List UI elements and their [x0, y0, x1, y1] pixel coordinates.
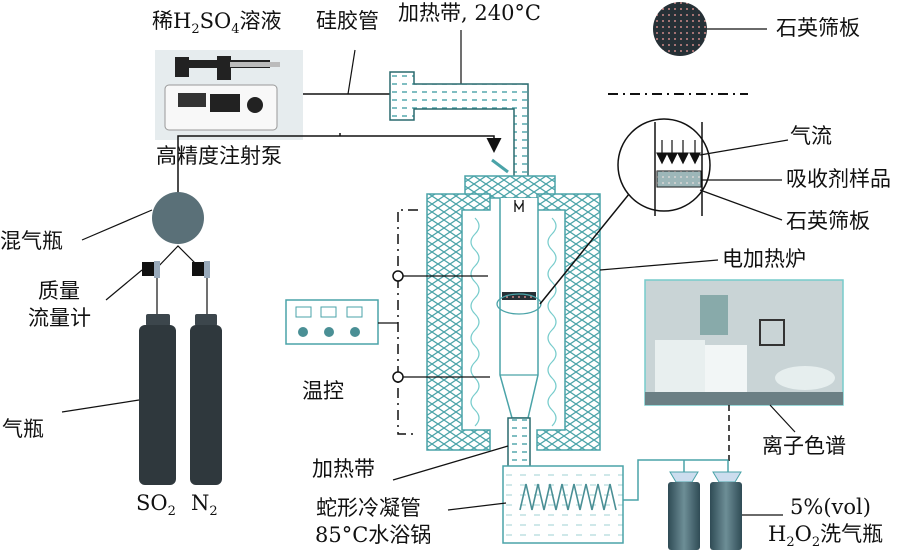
ion-chromatograph [644, 279, 844, 406]
gas-mixing-bottle [152, 192, 204, 244]
h2o2-concentration-label: 5%(vol) [790, 495, 871, 519]
n2-cylinder [190, 314, 222, 485]
adsorbent-sample-label: 吸收剂样品 [786, 167, 891, 191]
heated-inlet-tube [389, 71, 529, 181]
quartz-reactor-tube [496, 198, 542, 419]
zoom-pointer [539, 180, 640, 305]
serpentine-condenser-label: 蛇形冷凝管 [316, 496, 421, 520]
mass-flow-meter-so2 [142, 262, 154, 276]
syringe-pump-label: 高精度注射泵 [156, 144, 282, 168]
mass-flow-meter-label-2: 流量计 [28, 306, 91, 330]
gas-cylinder-label: 气瓶 [2, 417, 44, 441]
water-bath [502, 465, 624, 544]
so2-cylinder [139, 314, 176, 485]
temperature-controller [285, 299, 379, 345]
electric-furnace-body [426, 175, 601, 451]
water-bath-label: 85°C水浴锅 [315, 523, 432, 547]
ion-chromatography-label: 离子色谱 [762, 434, 846, 458]
gas-feed-line [177, 133, 502, 198]
mass-flow-meter-label-1: 质量 [38, 279, 80, 303]
thermocouple-lower [392, 371, 404, 383]
mass-flow-meter-n2 [192, 262, 204, 276]
legend-quartz-plate-swatch [653, 2, 707, 56]
h2o2-wash-bottle-1 [668, 471, 700, 550]
heating-tape-bottom-label: 加热带 [312, 457, 375, 481]
so2-label: SO2 [136, 491, 176, 520]
heating-tape-top-label: 加热带, 240°C [398, 1, 542, 25]
temp-control-label: 温控 [302, 379, 344, 403]
sample-detail-callout [617, 118, 711, 216]
n2-label: N2 [191, 491, 218, 520]
quartz-plate-label: 石英筛板 [786, 209, 870, 233]
thermocouple-upper [392, 270, 404, 282]
gas-mixing-bottle-label: 混气瓶 [0, 229, 63, 253]
syringe-pump [155, 50, 303, 140]
silicone-tube-label: 硅胶管 [316, 9, 379, 33]
serpentine-condenser [519, 483, 617, 511]
h2o2-bottle-label: H2O2洗气瓶 [768, 522, 884, 551]
airflow-label: 气流 [790, 124, 832, 148]
silicone-tube-leader [347, 49, 356, 95]
legend-quartz-plate-label: 石英筛板 [776, 16, 860, 40]
thermocouple-wiring [397, 209, 418, 435]
h2o2-wash-bottle-2 [710, 471, 742, 550]
gas-inlet-nozzle [491, 158, 509, 174]
electric-furnace-label: 电加热炉 [722, 247, 806, 271]
dilute-acid-label: 稀H2SO4溶液 [152, 9, 282, 38]
